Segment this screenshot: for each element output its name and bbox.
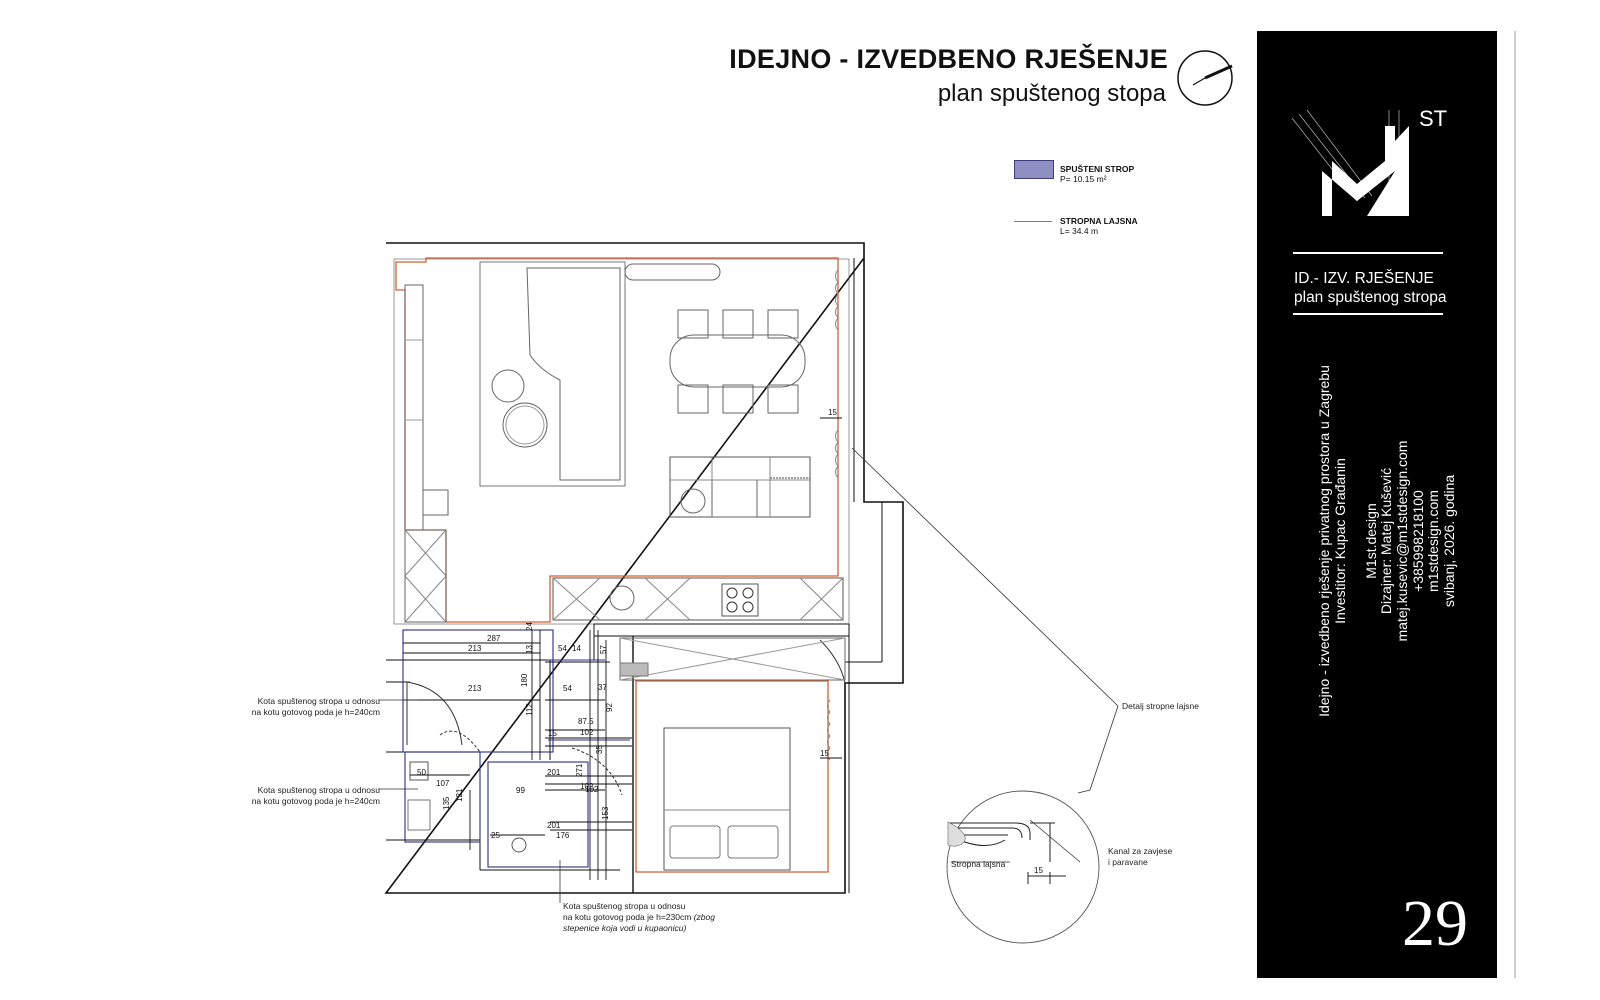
note-line: na kotu gotovog poda je h=230cm — [563, 912, 692, 922]
info-line: +385998218100 — [1409, 490, 1426, 592]
detail-label-channel: Kanal za zavjese i paravane — [1108, 846, 1172, 868]
logo-superscript: ST — [1419, 106, 1447, 131]
dimension-labels: 287 213 213 24 13 54 14 57 180 37 112 54… — [417, 408, 837, 840]
legend-molding-value: L= 34.4 m — [1060, 226, 1099, 236]
dim-label: 180 — [520, 673, 529, 687]
callout-line: Kanal za zavjese — [1108, 846, 1173, 856]
dim-label: 35 — [595, 745, 604, 754]
note-line: na kotu gotovog poda je h=240cm — [251, 707, 380, 717]
info-line: matej.kusevic@m1stdesign.com — [1393, 440, 1410, 642]
dim-label: 25 — [491, 831, 500, 840]
sidebar-title: ID.- IZV. RJEŠENJE plan spuštenog stropa — [1294, 269, 1447, 307]
page-subtitle: plan spuštenog stopa — [937, 80, 1166, 107]
dim-label: 37 — [598, 683, 607, 692]
detail-title: Detalj stropne lajsne — [1122, 701, 1200, 711]
dim-label: 176 — [556, 831, 570, 840]
dim-label: 213 — [468, 684, 482, 693]
info-line: M1st.design — [1362, 503, 1379, 579]
dim-label: 287 — [487, 634, 501, 643]
legend-drop-ceiling-value: P= 10.15 m² — [1060, 174, 1107, 184]
dim-label: 99 — [516, 786, 525, 795]
dim-label: 201 — [547, 821, 561, 830]
legend-molding-line — [1014, 221, 1052, 222]
legend-drop-ceiling-swatch — [1014, 160, 1054, 179]
dim-label: 54 — [563, 684, 572, 693]
dim-label: 107 — [436, 779, 450, 788]
dim-label: 112 — [525, 703, 534, 716]
dim-label: 271 — [575, 763, 584, 777]
dim-label: 102 — [585, 785, 599, 794]
dim-label: 13 — [525, 645, 534, 654]
ceiling-height-note-1: Kota spuštenog stropa u odnosu na kotu g… — [230, 696, 380, 718]
page-edge-line — [1514, 31, 1516, 978]
dim-label: 54 — [558, 644, 567, 653]
page-title: IDEJNO - IZVEDBENO RJEŠENJE — [729, 44, 1168, 74]
dim-label: 15 — [820, 749, 829, 758]
dim-label: 213 — [468, 644, 482, 653]
north-arrow-icon — [1177, 50, 1233, 106]
dim-label: 92 — [605, 703, 614, 712]
callout-line: i paravane — [1108, 857, 1148, 867]
dim-label: 50 — [417, 768, 426, 777]
m1st-logo-icon: ST — [1291, 106, 1447, 216]
note-line: na kotu gotovog poda je h=240cm — [251, 796, 380, 806]
info-line: svibanj, 2026. godina — [1440, 474, 1457, 608]
legend-molding-label: STROPNA LAJSNA — [1060, 216, 1138, 226]
info-line — [1348, 361, 1364, 721]
title-block-sidebar: ST ID.- IZV. RJEŠENJE plan spuštenog str… — [1257, 31, 1497, 978]
sidebar-divider — [1293, 252, 1443, 254]
ceiling-height-note-2: Kota spuštenog stropa u odnosu na kotu g… — [230, 785, 380, 807]
dim-label: 135 — [442, 796, 451, 810]
dim-label: 201 — [547, 768, 561, 777]
note-line: Kota spuštenog stropa u odnosu — [563, 901, 686, 911]
dim-label: 57 — [599, 645, 608, 654]
legend-drop-ceiling-label: SPUŠTENI STROP — [1060, 164, 1135, 174]
detail-dimension: 15 — [1034, 866, 1043, 875]
info-line: Investitor: Kupac Građanin — [1331, 458, 1348, 624]
note-line: Kota spuštenog stropa u odnosu — [257, 696, 380, 706]
note-italic: (zbog — [693, 912, 715, 922]
dim-label: 153 — [601, 806, 610, 820]
sidebar-title-line: ID.- IZV. RJEŠENJE — [1294, 270, 1434, 287]
project-info: Idejno - izvedbeno rješenje privatnog pr… — [1316, 361, 1457, 721]
dim-label: 121 — [455, 788, 464, 802]
dim-label: 102 — [580, 782, 594, 791]
dim-label: 15 — [828, 408, 837, 417]
note-leaders — [378, 447, 1119, 903]
info-line: Idejno - izvedbeno rješenje privatnog pr… — [1316, 365, 1332, 717]
info-line: m1stdesign.com — [1425, 490, 1442, 592]
info-line: Dizajner: Matej Kušević — [1378, 467, 1395, 615]
legend-molding: STROPNA LAJSNA L= 34.4 m — [1060, 216, 1138, 236]
dim-label: 102 — [580, 728, 594, 737]
dim-label: 14 — [572, 644, 581, 653]
floor-plan — [384, 242, 904, 894]
dim-label: 87.5 — [578, 717, 594, 726]
sidebar-divider — [1293, 313, 1443, 315]
sidebar-title-line: plan spuštenog stropa — [1294, 289, 1447, 306]
note-line: stepenice koja vodi u kupaonicu) — [563, 923, 687, 933]
dim-label: 15 — [548, 729, 557, 738]
note-line: Kota spuštenog stropa u odnosu — [257, 785, 380, 795]
dim-label: 24 — [525, 622, 534, 631]
page-number: 29 — [1402, 887, 1468, 960]
ceiling-height-note-3: Kota spuštenog stropa u odnosu na kotu g… — [563, 901, 763, 934]
dimension-lines — [403, 417, 842, 836]
detail-label-molding: Stropna lajsna — [951, 859, 1006, 869]
legend-drop-ceiling: SPUŠTENI STROP P= 10.15 m² — [1060, 164, 1134, 184]
molding-detail: 15 — [946, 790, 1100, 944]
